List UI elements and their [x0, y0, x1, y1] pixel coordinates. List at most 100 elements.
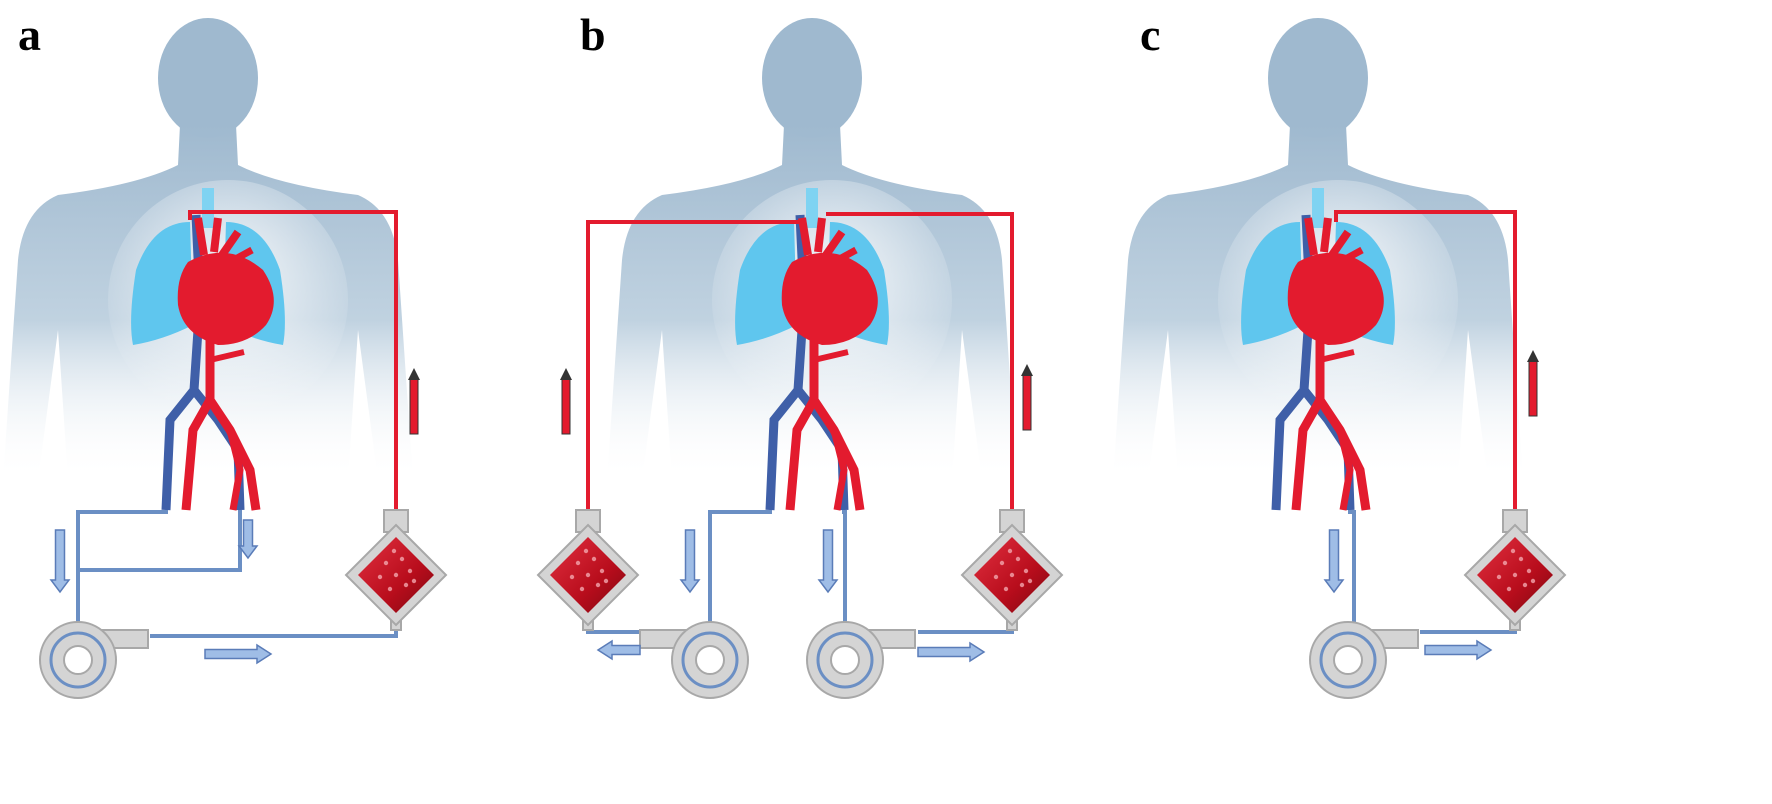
oxygenator-bubble [1506, 586, 1512, 592]
flow-arrow-icon [817, 529, 839, 594]
pump-hub [63, 645, 93, 675]
panel-a [3, 18, 448, 699]
oxygenator-bubble [569, 574, 575, 580]
aorta-left-branch [1291, 340, 1325, 511]
red-arrow-shaft [1528, 359, 1538, 417]
oxygenator-bubble [403, 582, 409, 588]
pump-icon [806, 621, 916, 699]
oxygenator-bubble [1019, 582, 1025, 588]
flow-arrow-icon [1021, 364, 1033, 431]
red-arrow-shaft [409, 377, 419, 435]
organs [131, 188, 285, 511]
oxygenator-bubble [411, 578, 417, 584]
oxygenator-bubble [1007, 548, 1013, 554]
panel-label-b: b [580, 9, 606, 60]
flow-arrow-shape [1424, 639, 1493, 661]
oxygenator-bubble [1518, 556, 1524, 562]
flow-arrow-icon [49, 529, 71, 594]
arch-branch-1 [798, 217, 812, 256]
panel-label-a: a [18, 9, 41, 60]
flow-arrow-shape [679, 529, 701, 594]
right-venous-cannula [842, 510, 847, 625]
organs [735, 188, 889, 511]
arterial-vessels [181, 217, 261, 511]
right-pump-to-oxygenator [918, 625, 1014, 634]
flow-arrow-shape [917, 641, 986, 663]
left-lung [131, 222, 193, 345]
arterial-return-line [188, 210, 398, 520]
panels-root [3, 18, 1567, 699]
pump-icon [39, 621, 149, 699]
oxygenator-bubble [1526, 568, 1532, 574]
aorta-right-branch [206, 397, 261, 511]
panel-b [536, 18, 1064, 699]
pump-icon [1309, 621, 1419, 699]
oxygenator-bubble [1510, 548, 1516, 554]
organs [1241, 188, 1395, 511]
flow-arrow-shape [237, 519, 259, 560]
aorta-right-branch [810, 397, 865, 511]
pump-rotor-ring [681, 631, 739, 689]
flow-arrow-icon [679, 529, 701, 594]
flow-arrow-icon [1323, 529, 1345, 594]
aorta-inner-branch [1336, 429, 1354, 511]
flow-arrow-icon [1527, 350, 1539, 417]
pump-rotor-ring [49, 631, 107, 689]
aorta-left-branch [181, 340, 215, 511]
panel-label-c: c [1140, 9, 1161, 60]
flow-arrow-icon [917, 641, 986, 663]
pump-rotor-ring [1319, 631, 1377, 689]
oxygenator-bubble [1009, 572, 1015, 578]
flow-arrow-icon [596, 639, 641, 661]
flow-arrow-shape [204, 643, 273, 665]
left-lung [1241, 222, 1303, 345]
pump-to-oxygenator [1420, 625, 1517, 634]
trachea [1312, 188, 1324, 228]
oxygenator-bubble [1003, 586, 1009, 592]
head [762, 18, 862, 138]
pump-hub [830, 645, 860, 675]
aorta-inner-branch [226, 429, 244, 511]
pump-hub [1333, 645, 1363, 675]
oxygenator-icon [344, 509, 448, 631]
flow-arrow-icon [560, 368, 572, 435]
oxygenator-bubble [595, 582, 601, 588]
red-arrow-head [1527, 350, 1539, 362]
oxygenator-bubble [1530, 578, 1536, 584]
oxygenator-bubble [993, 574, 999, 580]
oxygenator-bubble [377, 574, 383, 580]
oxygenator-bubble [1027, 578, 1033, 584]
oxygenator-bubble [999, 560, 1005, 566]
renal-artery [1319, 349, 1355, 363]
oxygenator-bubble [585, 572, 591, 578]
arch-branch-3 [822, 229, 846, 258]
flow-arrow-icon [408, 368, 420, 435]
arch-branch-2 [814, 217, 826, 253]
aorta-inner-branch [830, 429, 848, 511]
arch-branch-3 [218, 229, 242, 258]
oxygenator-bubble [1496, 574, 1502, 580]
aorta-left-branch [785, 340, 819, 511]
oxygenator-icon [536, 509, 640, 631]
flow-arrow-icon [204, 643, 273, 665]
red-arrow-head [560, 368, 572, 380]
arterial-vessels [785, 217, 865, 511]
oxygenator-bubble [407, 568, 413, 574]
oxygenator-bubble [575, 560, 581, 566]
heart-icon [177, 252, 274, 345]
flow-arrow-shape [1323, 529, 1345, 594]
oxygenator-bubble [1522, 582, 1528, 588]
arch-branch-2 [210, 217, 222, 253]
flow-arrow-shape [49, 529, 71, 594]
aorta-right-branch [1316, 397, 1371, 511]
arch-branch-3 [1328, 229, 1352, 258]
oxygenator-icon [960, 509, 1064, 631]
renal-artery [813, 349, 849, 363]
arch-branch-2 [1320, 217, 1332, 253]
oxygenator-bubble [1023, 568, 1029, 574]
oxygenator-bubble [387, 586, 393, 592]
panel-c [1113, 18, 1567, 699]
oxygenator-icon [1463, 509, 1567, 631]
arch-branch-1 [194, 217, 208, 256]
